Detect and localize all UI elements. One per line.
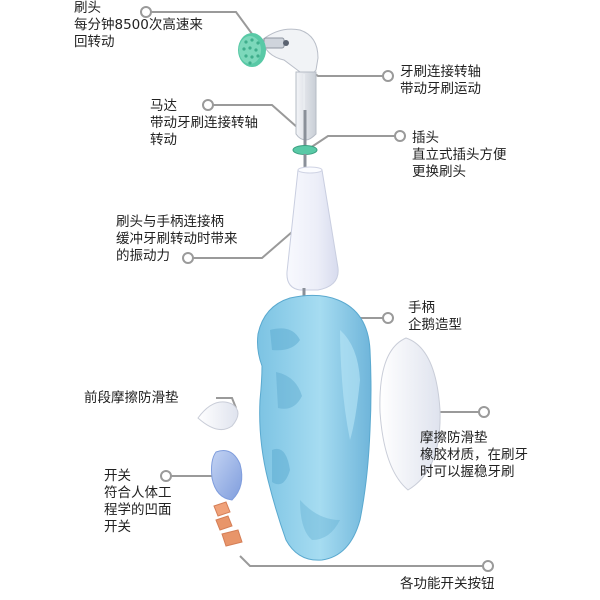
- callout-title: 刷头与手柄连接柄: [116, 214, 224, 230]
- callout-title: 前段摩擦防滑垫: [84, 390, 179, 406]
- callout-line: 更换刷头: [412, 164, 466, 180]
- front-anti-slip-pad: [197, 401, 239, 431]
- callout-line: 企鹅造型: [408, 317, 462, 333]
- callout-line: 回转动: [74, 34, 115, 50]
- callout-switch: 开关 符合人体工 程学的凹面 开关: [104, 468, 172, 536]
- callout-brush-head: 刷头 每分钟8500次高速来 回转动: [74, 0, 203, 51]
- switch-piece: [211, 450, 243, 501]
- callout-connector: 刷头与手柄连接柄 缓冲牙刷转动时带来 的振动力: [116, 214, 238, 265]
- leader-plug: [309, 135, 400, 149]
- callout-motor: 马达 带动牙刷连接转轴 转动: [150, 98, 258, 149]
- callout-plug: 插头 直立式插头方便 更换刷头: [412, 130, 507, 181]
- callout-side-pad: 摩擦防滑垫 橡胶材质，在刷牙 时可以握稳牙刷: [420, 430, 528, 481]
- leader-head: [146, 11, 259, 43]
- callout-title: 各功能开关按钮: [400, 576, 495, 592]
- callout-line: 直立式插头方便: [412, 147, 507, 163]
- connector-cone: [286, 166, 339, 291]
- callout-title: 插头: [412, 130, 439, 146]
- callout-buttons: 各功能开关按钮: [400, 576, 495, 593]
- callout-line: 每分钟8500次高速来: [74, 17, 203, 33]
- motor-spindle: [292, 110, 318, 170]
- callout-line: 开关: [104, 519, 131, 535]
- callout-line: 缓冲牙刷转动时带来: [116, 231, 238, 247]
- callout-title: 马达: [150, 98, 177, 114]
- leader-motor: [208, 104, 299, 129]
- leader-connector: [188, 231, 293, 259]
- leader-dots: [140, 6, 494, 572]
- callout-title: 手柄: [408, 300, 435, 316]
- callout-line: 橡胶材质，在刷牙: [420, 447, 528, 463]
- callout-handle: 手柄 企鹅造型: [408, 300, 462, 334]
- callout-line: 时可以握稳牙刷: [420, 464, 515, 480]
- callout-shaft: 牙刷连接转轴 带动牙刷运动: [400, 64, 481, 98]
- callout-title: 开关: [104, 468, 131, 484]
- leader-front-pad: [216, 397, 237, 409]
- side-anti-slip-pad: [379, 337, 441, 491]
- handle: [257, 288, 372, 561]
- callout-line: 程学的凹面: [104, 502, 172, 518]
- callout-line: 符合人体工: [104, 485, 172, 501]
- brush-head: [238, 28, 319, 76]
- callout-title: 摩擦防滑垫: [420, 430, 488, 446]
- plug-ring: [292, 145, 318, 155]
- callout-line: 的振动力: [116, 248, 170, 264]
- leader-buttons: [239, 555, 488, 567]
- callout-line: 带动牙刷运动: [400, 81, 481, 97]
- callout-line: 转动: [150, 132, 177, 148]
- callout-front-pad: 前段摩擦防滑垫: [84, 390, 179, 407]
- function-buttons: [213, 501, 243, 547]
- callout-title: 牙刷连接转轴: [400, 64, 481, 80]
- callout-title: 刷头: [74, 0, 101, 16]
- callout-line: 带动牙刷连接转轴: [150, 115, 258, 131]
